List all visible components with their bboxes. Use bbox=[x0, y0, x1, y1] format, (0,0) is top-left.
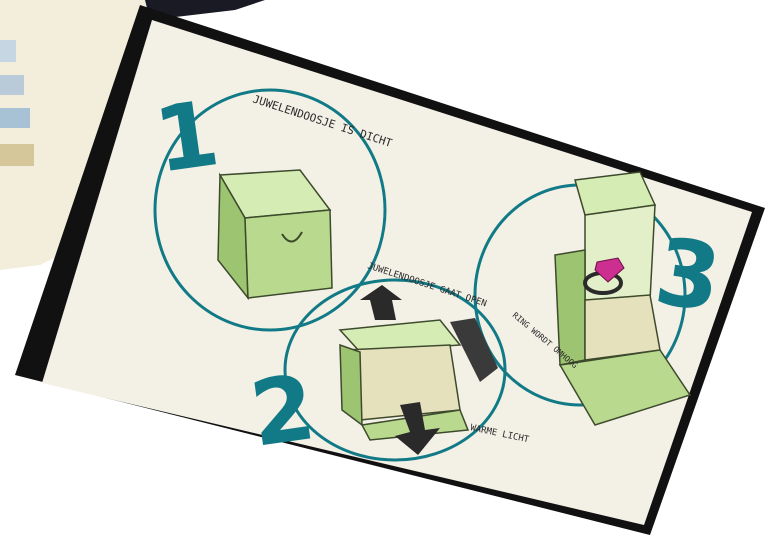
box-closed bbox=[218, 170, 332, 298]
box-opening bbox=[340, 320, 468, 440]
card-2 bbox=[0, 75, 24, 95]
card-4 bbox=[0, 144, 34, 166]
card-3 bbox=[0, 108, 30, 128]
card-1 bbox=[0, 40, 16, 62]
